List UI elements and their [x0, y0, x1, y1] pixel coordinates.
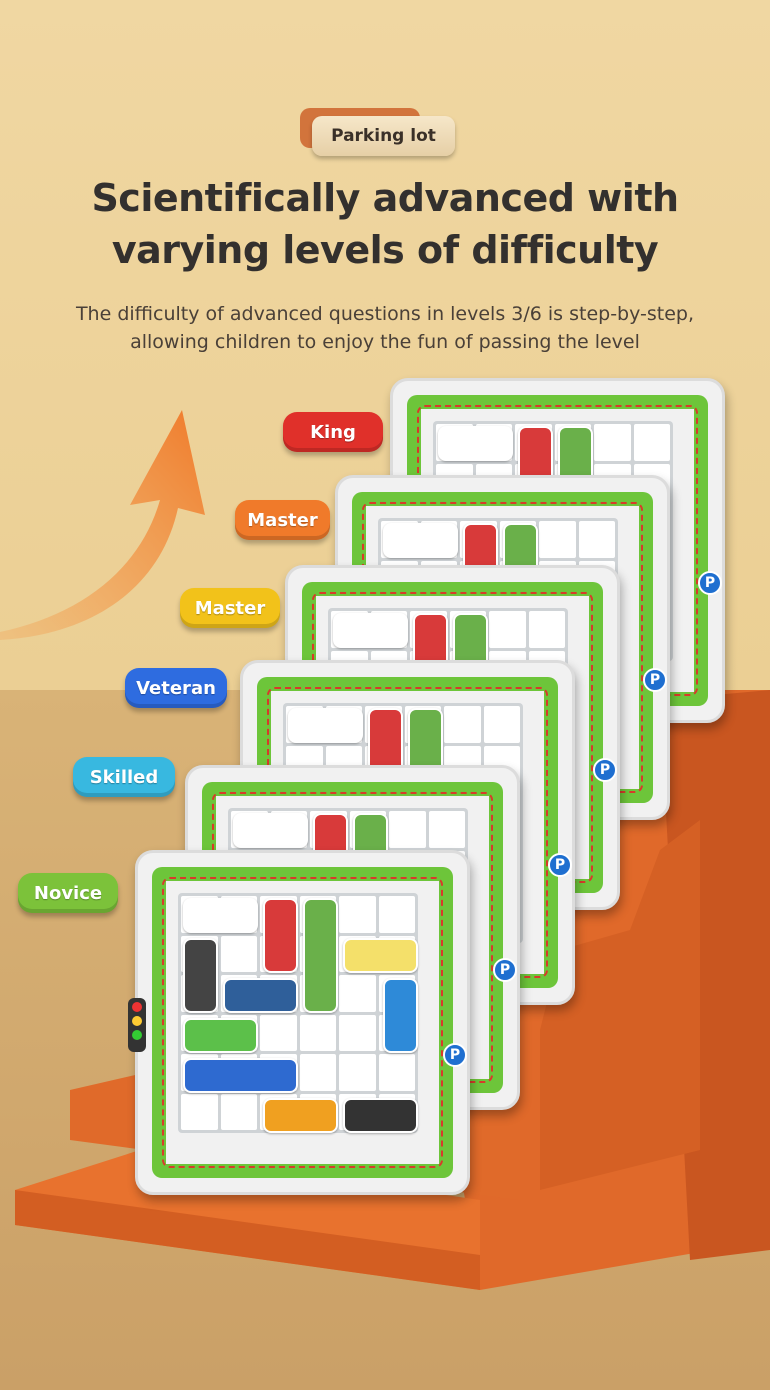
- parking-sign-icon: P: [443, 1043, 467, 1067]
- level-label-veteran: Veteran: [125, 668, 227, 708]
- toy-car: [343, 1098, 418, 1133]
- parking-sign-icon: P: [698, 571, 722, 595]
- subtitle: The difficulty of advanced questions in …: [75, 303, 695, 353]
- toy-car: [233, 813, 308, 848]
- road-track: [152, 867, 453, 1178]
- toy-car: [263, 898, 298, 973]
- toy-car: [223, 978, 298, 1013]
- level-label-master: Master: [180, 588, 280, 628]
- parking-sign-icon: P: [643, 668, 667, 692]
- puzzle-board-novice: P: [128, 850, 470, 1195]
- toy-car: [288, 708, 363, 743]
- toy-car: [183, 898, 258, 933]
- toy-car: [263, 1098, 338, 1133]
- traffic-light-icon: [128, 998, 146, 1052]
- toy-car: [343, 938, 418, 973]
- parking-sign-icon: P: [593, 758, 617, 782]
- toy-car: [183, 1058, 298, 1093]
- parking-sign-icon: P: [493, 958, 517, 982]
- level-label-master: Master: [235, 500, 330, 540]
- toy-car: [383, 978, 418, 1053]
- level-label-skilled: Skilled: [73, 757, 175, 797]
- difficulty-arrow-icon: [0, 410, 205, 640]
- toy-car: [183, 1018, 258, 1053]
- level-label-novice: Novice: [18, 873, 118, 913]
- toy-car: [333, 613, 408, 648]
- toy-car: [438, 426, 513, 461]
- category-tag-label: Parking lot: [312, 116, 455, 156]
- level-label-king: King: [283, 412, 383, 452]
- toy-car: [303, 898, 338, 1013]
- toy-car: [383, 523, 458, 558]
- parking-sign-icon: P: [548, 853, 572, 877]
- toy-car: [183, 938, 218, 1013]
- category-tag: Parking lot: [300, 108, 455, 156]
